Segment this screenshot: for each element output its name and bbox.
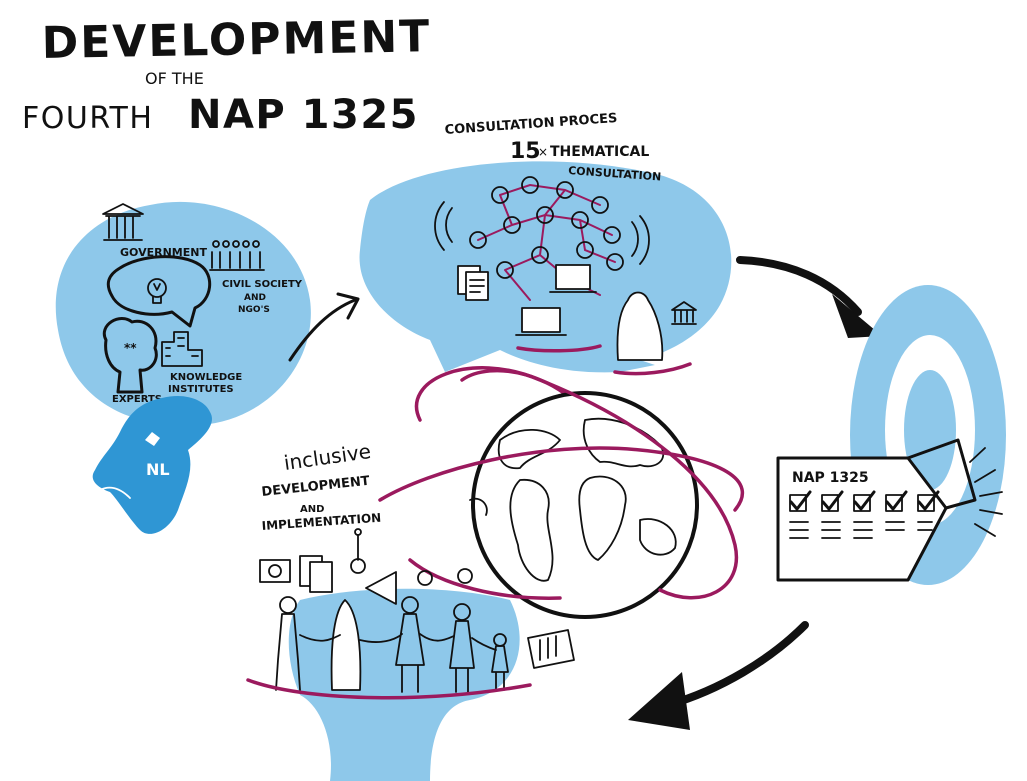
building-icon	[102, 203, 144, 241]
implementation-line3: AND	[300, 504, 324, 515]
checkbox-icon	[885, 490, 908, 531]
label-nl: NL	[146, 460, 170, 479]
title-line-fourth: FOURTH	[22, 101, 153, 136]
implementation-line1: inclusive	[282, 439, 372, 475]
consultation-count: 15	[510, 139, 541, 164]
arrow-icon-to-implementation	[664, 621, 809, 709]
people-chain	[275, 596, 509, 693]
idea-speech-bubble	[106, 255, 211, 328]
nap-halo-core	[904, 370, 956, 490]
label-experts: EXPERTS	[112, 394, 162, 405]
expert-head-icon: **	[102, 317, 158, 394]
expert-stars: **	[124, 341, 137, 355]
consultation-group: CONSULTATION PROCES 15 × THEMATICAL CONS…	[359, 111, 732, 376]
implementation-ring	[246, 678, 532, 700]
consultation-ring	[516, 344, 602, 353]
label-institutes: INSTITUTES	[168, 384, 234, 395]
camera-icon	[259, 559, 291, 583]
label-civil-ngos: NGO'S	[238, 305, 270, 315]
checkbox-icon	[789, 490, 812, 539]
document-icon	[457, 265, 489, 301]
globe-orbit-cross	[378, 446, 744, 512]
person-figure	[449, 603, 475, 693]
nap-checkbox-row	[789, 490, 940, 539]
implementation-line2: DEVELOPMENT	[261, 474, 371, 500]
sound-waves-left-icon	[434, 201, 453, 251]
people-group-icon	[209, 240, 265, 271]
consultation-heading: CONSULTATION PROCES	[444, 111, 618, 138]
person-figure	[491, 633, 509, 691]
label-civil-society: CIVIL SOCIETY	[222, 279, 303, 290]
nap-document	[776, 456, 948, 582]
small-building-icon	[671, 301, 697, 325]
title-line-of-the: OF THE	[145, 69, 204, 88]
small-heads-icon	[417, 568, 473, 586]
label-knowledge: KNOWLEDGE	[170, 372, 242, 383]
sound-waves-right-icon	[631, 215, 650, 265]
megaphone-icon	[365, 571, 397, 605]
stakeholder-network	[434, 176, 697, 376]
consultation-times: ×	[538, 145, 548, 159]
person-figure	[395, 596, 425, 693]
knowledge-building-icon	[161, 331, 203, 367]
consultation-consultation: CONSULTATION	[568, 164, 662, 183]
label-civil-and: AND	[244, 293, 266, 303]
arrow-icon-to-implementation-head	[628, 672, 690, 730]
person-raised-hand-icon	[350, 528, 366, 574]
arrow-icon-to-nap-head	[832, 294, 882, 338]
arrow-icon-to-nap	[736, 256, 862, 316]
nap-group: NAP 1325	[776, 285, 1006, 585]
laptop-icon	[515, 264, 597, 336]
netherlands-map-icon: NL	[92, 395, 212, 534]
globe-orbit-main	[414, 366, 739, 600]
person-figure	[330, 599, 362, 691]
label-government: GOVERNMENT	[120, 246, 207, 259]
globe-icon	[471, 391, 699, 619]
document-stack-icon	[299, 555, 333, 593]
stakeholders-blob	[55, 201, 311, 426]
globe-group	[378, 366, 744, 619]
stakeholders-group: GOVERNMENT CIVIL SOCIETY AND NGO'S **	[55, 201, 311, 534]
robed-person-icon	[616, 291, 664, 361]
holding-hands-line	[299, 633, 497, 651]
arrow-icon-to-consultation	[288, 298, 357, 362]
consultation-ring-right	[613, 362, 692, 376]
consultation-speech-bubble	[359, 161, 732, 373]
nap-document-fold	[906, 438, 977, 510]
checkbox-icon	[917, 490, 940, 531]
person-figure	[275, 596, 301, 691]
main-title: DEVELOPMENT OF THE FOURTH NAP 1325	[22, 11, 432, 138]
sun-rays-icon	[969, 447, 1003, 537]
lightbulb-icon	[147, 278, 167, 304]
title-line-development: DEVELOPMENT	[41, 11, 431, 69]
title-line-nap1325: NAP 1325	[188, 92, 419, 138]
arrow-icon-to-consultation-head	[336, 292, 360, 320]
face-icons	[469, 176, 624, 279]
nap-document-label: NAP 1325	[792, 470, 869, 486]
consultation-thematical: THEMATICAL	[550, 144, 649, 160]
papers-icon	[527, 629, 575, 669]
checkbox-icon	[853, 490, 876, 539]
globe-orbit-lower	[408, 558, 562, 600]
implementation-line4: IMPLEMENTATION	[261, 511, 381, 533]
checkbox-icon	[821, 490, 844, 539]
